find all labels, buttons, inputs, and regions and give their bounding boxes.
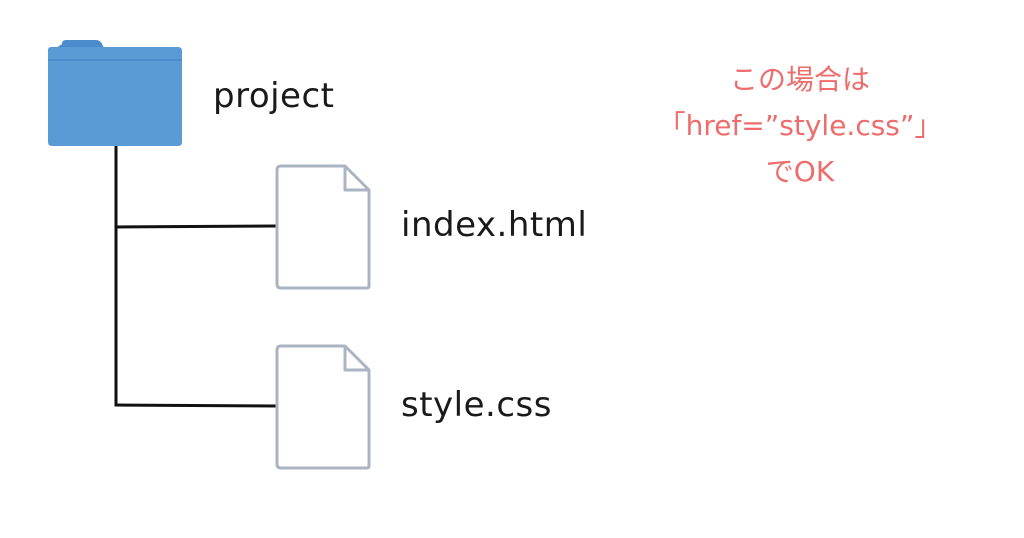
file-label-index-html: index.html [401,205,588,245]
tree-connectors [114,144,278,408]
note-line-2: 「href=”style.css”」 [657,109,943,142]
file-label-style-css: style.css [401,385,552,425]
branch-line-style [114,403,278,408]
branch-line-index [114,224,278,229]
annotation-note: この場合は 「href=”style.css”」 でOK [620,57,980,195]
note-line-1: この場合は [729,63,870,96]
note-line-3: でOK [765,155,835,188]
file-icon [275,344,371,470]
folder-label-project: project [213,76,335,116]
folder-icon [48,40,182,146]
file-icon [275,164,371,290]
